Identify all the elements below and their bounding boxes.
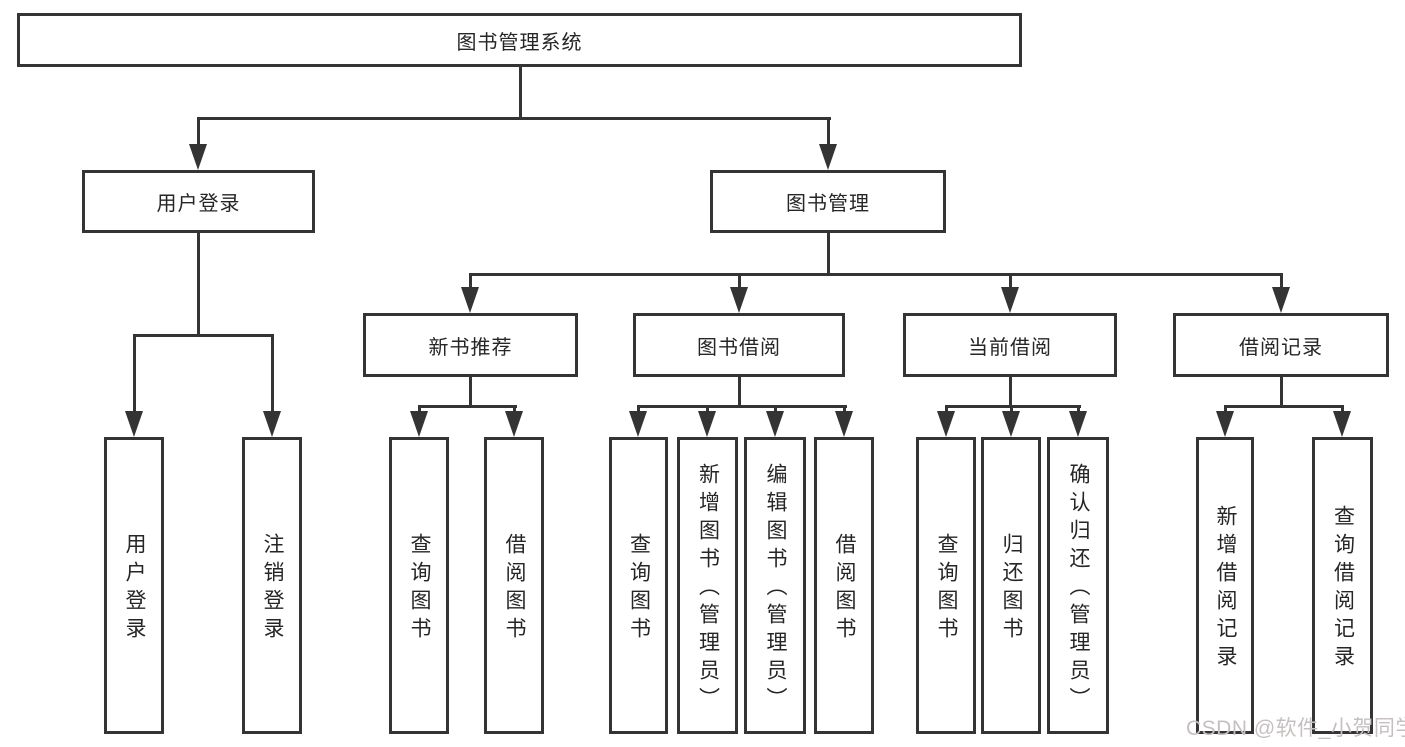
node-root-system: 图书管理系统 xyxy=(17,13,1022,67)
leaf-borrow-add-admin: 新增图书（管理员） xyxy=(677,437,738,734)
node-current-borrow: 当前借阅 xyxy=(903,313,1117,377)
node-borrow-records-label: 借阅记录 xyxy=(1239,336,1323,359)
leaf-return-book: 归还图书 xyxy=(981,437,1041,734)
arrowhead-current-leaf1 xyxy=(937,411,955,437)
node-book-mgmt-label: 图书管理 xyxy=(786,193,870,215)
connector-root-stem xyxy=(519,67,522,120)
leaf-confirm-return-admin-label: 确认归还（管理员） xyxy=(1067,463,1091,715)
connector-arm-current-leaf1 xyxy=(945,405,948,415)
connector-arm-borrow-leaf4 xyxy=(843,405,846,415)
node-new-book-recommend-label: 新书推荐 xyxy=(428,336,513,359)
arrowhead-into-records xyxy=(1272,287,1290,313)
connector-arm-current xyxy=(1009,273,1012,292)
node-user-login-label: 用户登录 xyxy=(156,193,241,215)
leaf-user-login: 用户登录 xyxy=(104,437,164,734)
arrowhead-current-leaf3 xyxy=(1069,411,1087,437)
connector-current-bar xyxy=(945,405,1081,408)
leaf-newbook-borrow: 借阅图书 xyxy=(484,437,544,734)
leaf-borrow-book-label: 借阅图书 xyxy=(833,533,857,645)
leaf-logout-label: 注销登录 xyxy=(261,533,285,645)
node-current-borrow-label: 当前借阅 xyxy=(968,336,1052,359)
leaf-borrow-edit-admin-label: 编辑图书（管理员） xyxy=(764,463,788,715)
connector-bookmgmt-stem xyxy=(827,233,830,276)
arrowhead-into-user-login xyxy=(189,144,207,170)
connector-arm-current-leaf2 xyxy=(1010,405,1013,415)
leaf-borrow-query: 查询图书 xyxy=(609,437,668,734)
connector-arm-borrow-leaf1 xyxy=(637,405,640,415)
arrowhead-borrow-leaf3 xyxy=(766,411,784,437)
node-root-label: 图书管理系统 xyxy=(456,31,583,54)
leaf-logout: 注销登录 xyxy=(242,437,302,734)
leaf-borrow-query-label: 查询图书 xyxy=(627,533,651,645)
connector-arm-book-mgmt xyxy=(827,117,830,149)
connector-borrow-bar xyxy=(637,405,847,408)
arrowhead-records-leaf2 xyxy=(1333,411,1351,437)
leaf-current-query-label: 查询图书 xyxy=(935,533,959,645)
leaf-query-record-label: 查询借阅记录 xyxy=(1331,505,1355,673)
connector-arm-borrow-leaf3 xyxy=(774,405,777,415)
leaf-query-record: 查询借阅记录 xyxy=(1312,437,1373,734)
connector-arm-login-leaf2 xyxy=(271,334,274,414)
leaf-add-record: 新增借阅记录 xyxy=(1196,437,1254,734)
node-book-borrow-label: 图书借阅 xyxy=(697,336,781,359)
arrowhead-borrow-leaf2 xyxy=(698,411,716,437)
leaf-confirm-return-admin: 确认归还（管理员） xyxy=(1047,437,1109,734)
connector-bookmgmt-bar xyxy=(469,273,1283,276)
connector-arm-login-leaf1 xyxy=(133,334,136,414)
csdn-watermark: CSDN @软件_小贺同学 xyxy=(1186,717,1405,740)
connector-login-bar xyxy=(133,334,274,337)
arrowhead-newbook-leaf1 xyxy=(410,411,428,437)
arrowhead-borrow-leaf1 xyxy=(629,411,647,437)
connector-arm-records-leaf1 xyxy=(1224,405,1227,415)
connector-records-stem xyxy=(1280,377,1283,408)
connector-arm-current-leaf3 xyxy=(1077,405,1080,415)
arrowhead-into-borrow xyxy=(730,287,748,313)
leaf-user-login-label: 用户登录 xyxy=(123,533,147,645)
connector-arm-borrow-leaf2 xyxy=(706,405,709,415)
connector-arm-records xyxy=(1280,273,1283,292)
connector-current-stem xyxy=(1009,377,1012,408)
arrowhead-borrow-leaf4 xyxy=(835,411,853,437)
leaf-borrow-book: 借阅图书 xyxy=(814,437,874,734)
connector-root-bar xyxy=(197,117,831,120)
leaf-newbook-query-label: 查询图书 xyxy=(408,533,432,645)
leaf-add-record-label: 新增借阅记录 xyxy=(1214,505,1238,673)
connector-arm-newbook xyxy=(469,273,472,292)
leaf-newbook-borrow-label: 借阅图书 xyxy=(503,533,527,645)
arrowhead-into-book-mgmt xyxy=(819,144,837,170)
node-borrow-records: 借阅记录 xyxy=(1173,313,1389,377)
connector-borrow-stem xyxy=(738,377,741,408)
leaf-borrow-edit-admin: 编辑图书（管理员） xyxy=(744,437,806,734)
connector-records-bar xyxy=(1224,405,1344,408)
node-book-mgmt-module: 图书管理 xyxy=(710,170,946,233)
leaf-newbook-query: 查询图书 xyxy=(389,437,449,734)
arrowhead-into-login-leaf2 xyxy=(263,411,281,437)
leaf-current-query: 查询图书 xyxy=(916,437,976,734)
arrowhead-into-login-leaf1 xyxy=(125,411,143,437)
connector-arm-newbook-leaf2 xyxy=(513,405,516,415)
arrowhead-into-current xyxy=(1001,287,1019,313)
leaf-return-book-label: 归还图书 xyxy=(1000,533,1024,645)
connector-arm-user-login xyxy=(197,117,200,149)
arrowhead-records-leaf1 xyxy=(1216,411,1234,437)
connector-newbook-bar xyxy=(418,405,517,408)
connector-arm-newbook-leaf1 xyxy=(418,405,421,415)
node-book-borrow: 图书借阅 xyxy=(633,313,845,377)
connector-arm-borrow xyxy=(738,273,741,292)
leaf-borrow-add-admin-label: 新增图书（管理员） xyxy=(696,463,720,715)
arrowhead-into-newbook xyxy=(461,287,479,313)
arrowhead-newbook-leaf2 xyxy=(505,411,523,437)
connector-arm-records-leaf2 xyxy=(1341,405,1344,415)
node-new-book-recommend: 新书推荐 xyxy=(363,313,578,377)
node-user-login-module: 用户登录 xyxy=(82,170,315,233)
connector-newbook-stem xyxy=(469,377,472,408)
arrowhead-current-leaf2 xyxy=(1002,411,1020,437)
connector-login-stem xyxy=(197,233,200,337)
